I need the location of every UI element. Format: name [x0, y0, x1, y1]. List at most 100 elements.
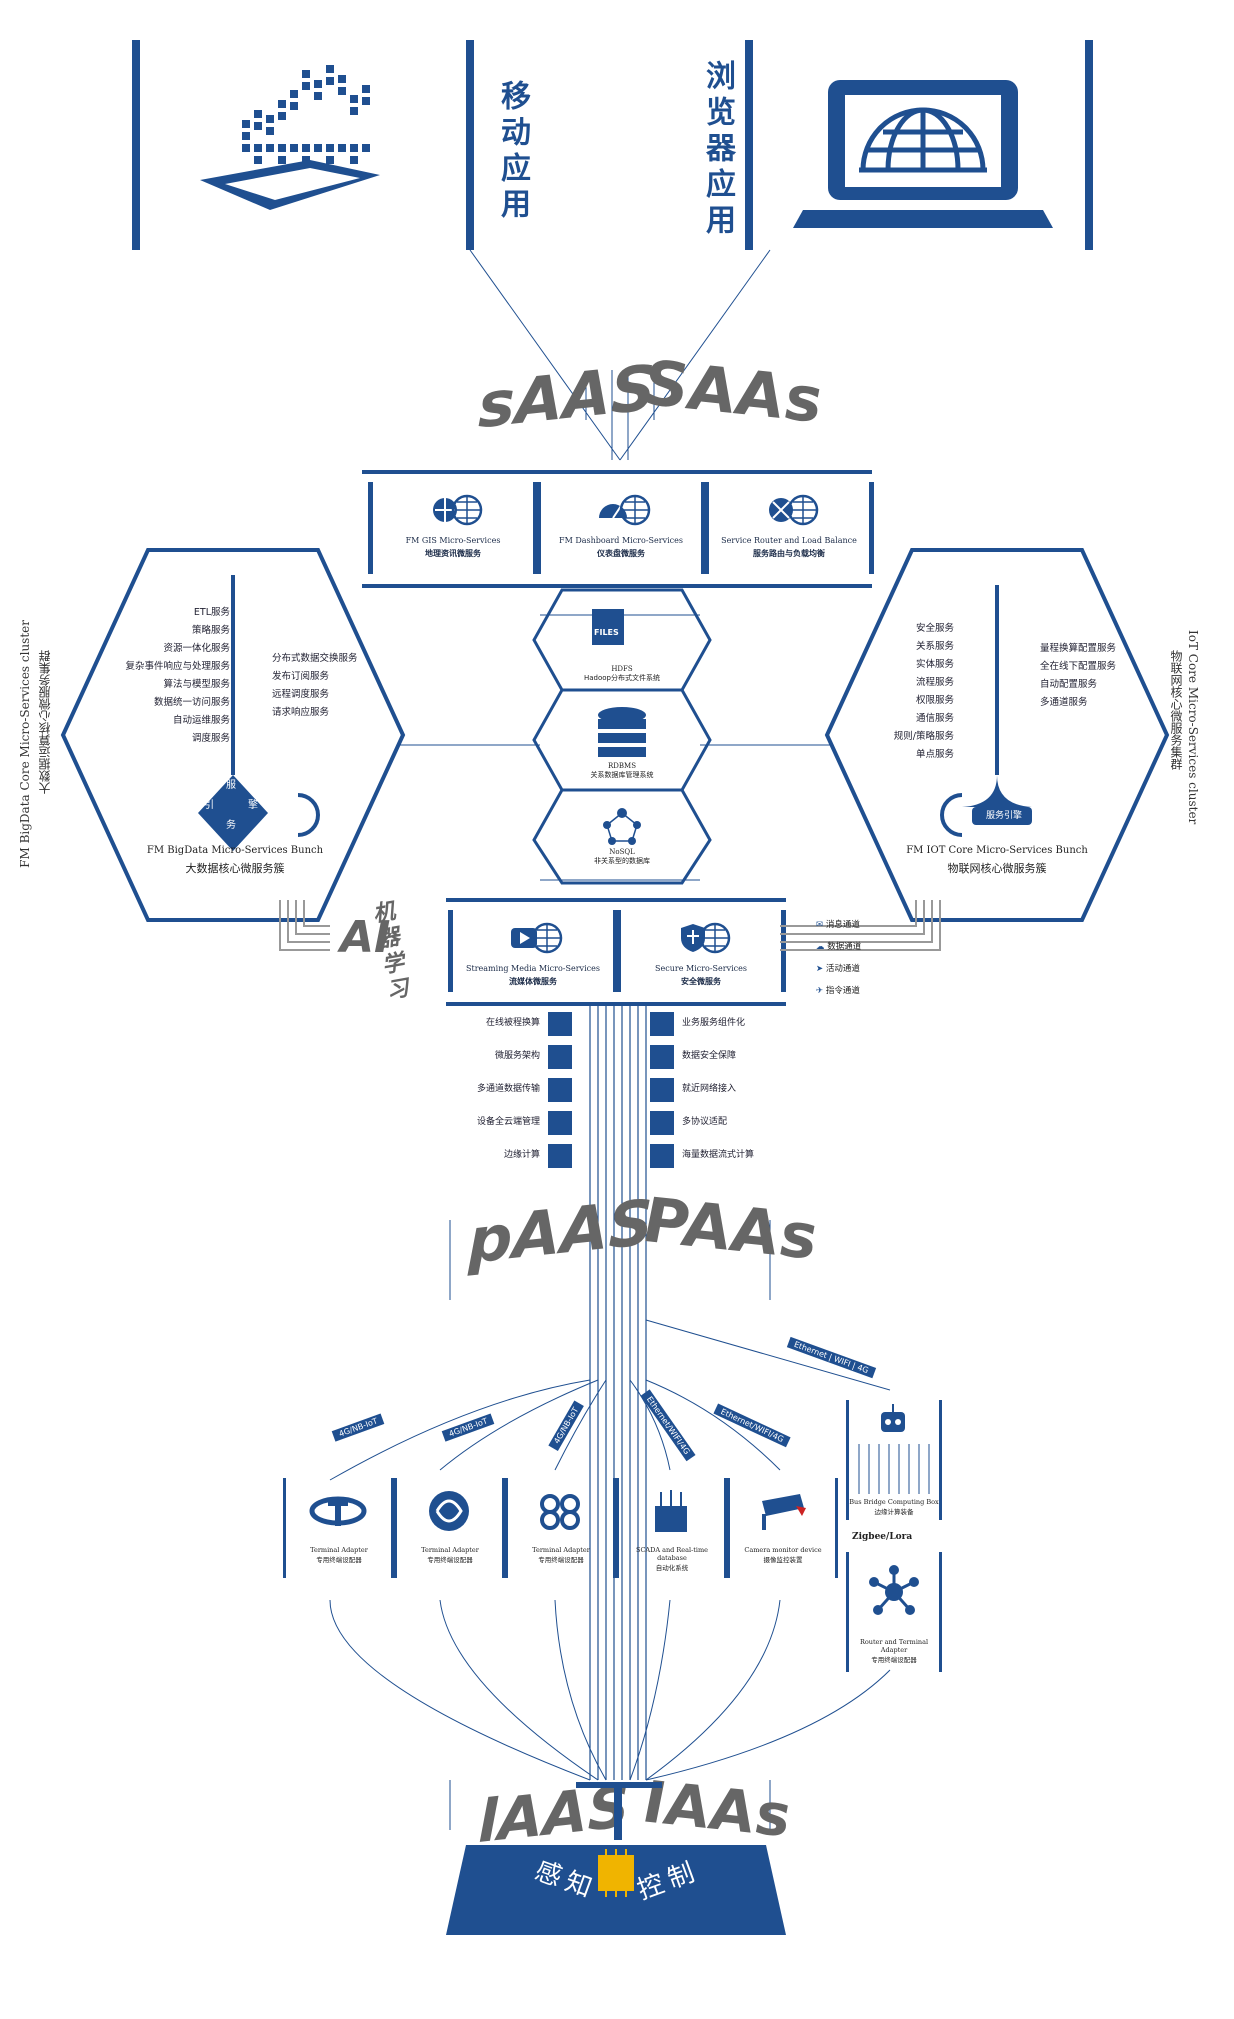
browser-app-label: 浏览器应用	[700, 60, 735, 240]
paas-feature: 在线被程换算	[420, 1010, 540, 1043]
paas-feature: 微服务架构	[420, 1043, 540, 1076]
feature-icon	[548, 1078, 572, 1102]
shield-icon	[681, 922, 731, 954]
dashboard-service-zh: 仪表盘微服务	[597, 549, 645, 558]
command-channel[interactable]: ✈ 指令通道	[816, 984, 860, 996]
iot-side-en: IoT Core Micro-Services cluster	[1186, 630, 1200, 825]
tablet-chart-icon	[200, 65, 380, 210]
bigdata-item[interactable]: 数据统一访问服务	[153, 697, 230, 708]
cloud-icon: ☁	[816, 942, 825, 952]
paas-feature-label: 设备全云端管理	[476, 1117, 540, 1127]
mobile-app-label: 移动应用	[495, 80, 530, 224]
mobile-app-card	[132, 40, 474, 250]
hdfs-zh: Hadoop分布式文件系统	[583, 674, 660, 682]
dashboard-service[interactable]: FM Dashboard Micro-Services 仪表盘微服务	[536, 482, 706, 574]
bigdata-item[interactable]: 分布式数据交换服务	[272, 653, 358, 664]
bigdata-item[interactable]: 复杂事件响应与处理服务	[125, 661, 230, 672]
paas-left-features: 在线被程换算 微服务架构 多通道数据传输 设备全云端管理 边缘计算	[420, 1010, 570, 1175]
scada-icon	[655, 1490, 687, 1532]
nosql-label: NoSQL 非关系型的数据库	[562, 848, 682, 866]
streaming-service[interactable]: Streaming Media Micro-Services 流媒体微服务	[448, 910, 618, 992]
play-icon	[511, 922, 563, 954]
bigdata-item[interactable]: 自动运维服务	[172, 715, 230, 726]
feature-icon	[650, 1012, 674, 1036]
paas-feature-label: 业务服务组件化	[682, 1018, 746, 1028]
gis-service-zh: 地理资讯微服务	[425, 549, 481, 558]
activity-channel-label: 活动通道	[825, 964, 860, 974]
bigdata-item[interactable]: ETL服务	[193, 607, 230, 618]
iot-item[interactable]: 规则/策略服务	[893, 731, 954, 742]
router-service-en: Service Router and Load Balance	[721, 536, 857, 545]
device-unicom-en: Terminal Adapter	[532, 1546, 590, 1554]
device-camera-en: Camera monitor device	[744, 1546, 822, 1554]
paas-feature: 设备全云端管理	[420, 1109, 540, 1142]
gis-service-en: FM GIS Micro-Services	[405, 536, 501, 545]
secure-service-zh: 安全微服务	[681, 977, 721, 986]
feature-icon	[548, 1045, 572, 1069]
perception-base	[446, 1845, 786, 1935]
iot-left-list: 安全服务 关系服务 实体服务 流程服务 权限服务 通信服务 规则/策略服务 单点…	[858, 620, 954, 764]
iot-item[interactable]: 通信服务	[915, 713, 954, 724]
bigdata-item[interactable]: 请求响应服务	[272, 707, 330, 718]
streaming-service-zh: 流媒体微服务	[509, 977, 557, 986]
bigdata-item[interactable]: 策略服务	[191, 625, 230, 636]
message-channel[interactable]: ✉ 消息通道	[816, 918, 860, 930]
secure-service[interactable]: Secure Micro-Services 安全微服务	[616, 910, 786, 992]
router-service-zh: 服务路由与负载均衡	[753, 549, 825, 558]
bigdata-item[interactable]: 远程调度服务	[272, 689, 330, 700]
gis-service[interactable]: FM GIS Micro-Services 地理资讯微服务	[368, 482, 538, 574]
paas-feature-label: 海量数据流式计算	[682, 1150, 755, 1160]
iot-item[interactable]: 单点服务	[915, 749, 954, 760]
dashboard-service-en: FM Dashboard Micro-Services	[559, 536, 683, 545]
bigdata-item[interactable]: 算法与模型服务	[163, 679, 230, 690]
bigdata-item[interactable]: 发布订阅服务	[272, 671, 330, 682]
iot-item[interactable]: 多通道服务	[1040, 697, 1088, 708]
laptop-globe-icon	[793, 80, 1053, 228]
iot-item[interactable]: 流程服务	[915, 677, 954, 688]
feature-icon	[650, 1111, 674, 1135]
activity-channel[interactable]: ➤ 活动通道	[816, 962, 860, 974]
mobile-icon	[429, 1491, 469, 1531]
iaas-t-connector	[576, 1782, 662, 1788]
mail-icon: ✉	[816, 920, 824, 930]
iot-item[interactable]: 自动配置服务	[1040, 679, 1098, 690]
iot-item[interactable]: 量程换算配置服务	[1040, 643, 1117, 654]
device-camera-zh: 摄像监控装置	[763, 1556, 803, 1564]
bigdata-title-zh: 大数据核心微服务簇	[185, 862, 285, 875]
ai-label: AI	[340, 912, 391, 963]
hdfs-en: HDFS	[611, 665, 633, 673]
paas-feature-label: 数据安全保障	[682, 1051, 737, 1061]
iot-side-zh: 物联网核心微服务集群	[1169, 650, 1183, 770]
iot-item[interactable]: 安全服务	[915, 623, 954, 634]
device-scada-en: SCADA and Real-time database	[636, 1546, 708, 1562]
router-service[interactable]: Service Router and Load Balance 服务路由与负载均…	[704, 482, 874, 574]
iot-item[interactable]: 实体服务	[915, 659, 954, 670]
bigdata-item[interactable]: 资源一体化服务	[163, 643, 230, 654]
nosql-zh: 非关系型的数据库	[594, 857, 650, 865]
paas-feature-label: 多协议适配	[682, 1117, 728, 1127]
engine-char-top: 服	[226, 780, 236, 791]
bigdata-item[interactable]: 调度服务	[191, 733, 230, 744]
device-telecom-zh: 专用终端设配器	[316, 1556, 362, 1564]
iot-hexagon	[824, 548, 1170, 922]
browser-app-card	[745, 40, 1093, 250]
router-icon	[769, 494, 819, 526]
message-channel-label: 消息通道	[825, 920, 860, 930]
nosql-en: NoSQL	[609, 848, 635, 856]
data-channel[interactable]: ☁ 数据通道	[816, 940, 861, 952]
engine-char-right: 擎	[248, 800, 258, 811]
iot-item[interactable]: 权限服务	[915, 695, 954, 706]
device-camera[interactable]: Camera monitor device 摄像监控装置	[727, 1478, 838, 1578]
secure-service-en: Secure Micro-Services	[655, 964, 747, 973]
iot-item[interactable]: 全在线下配置服务	[1040, 661, 1117, 672]
iot-item[interactable]: 关系服务	[915, 641, 954, 652]
bigdata-right-list: 分布式数据交换服务 发布订阅服务 远程调度服务 请求响应服务	[272, 650, 392, 722]
